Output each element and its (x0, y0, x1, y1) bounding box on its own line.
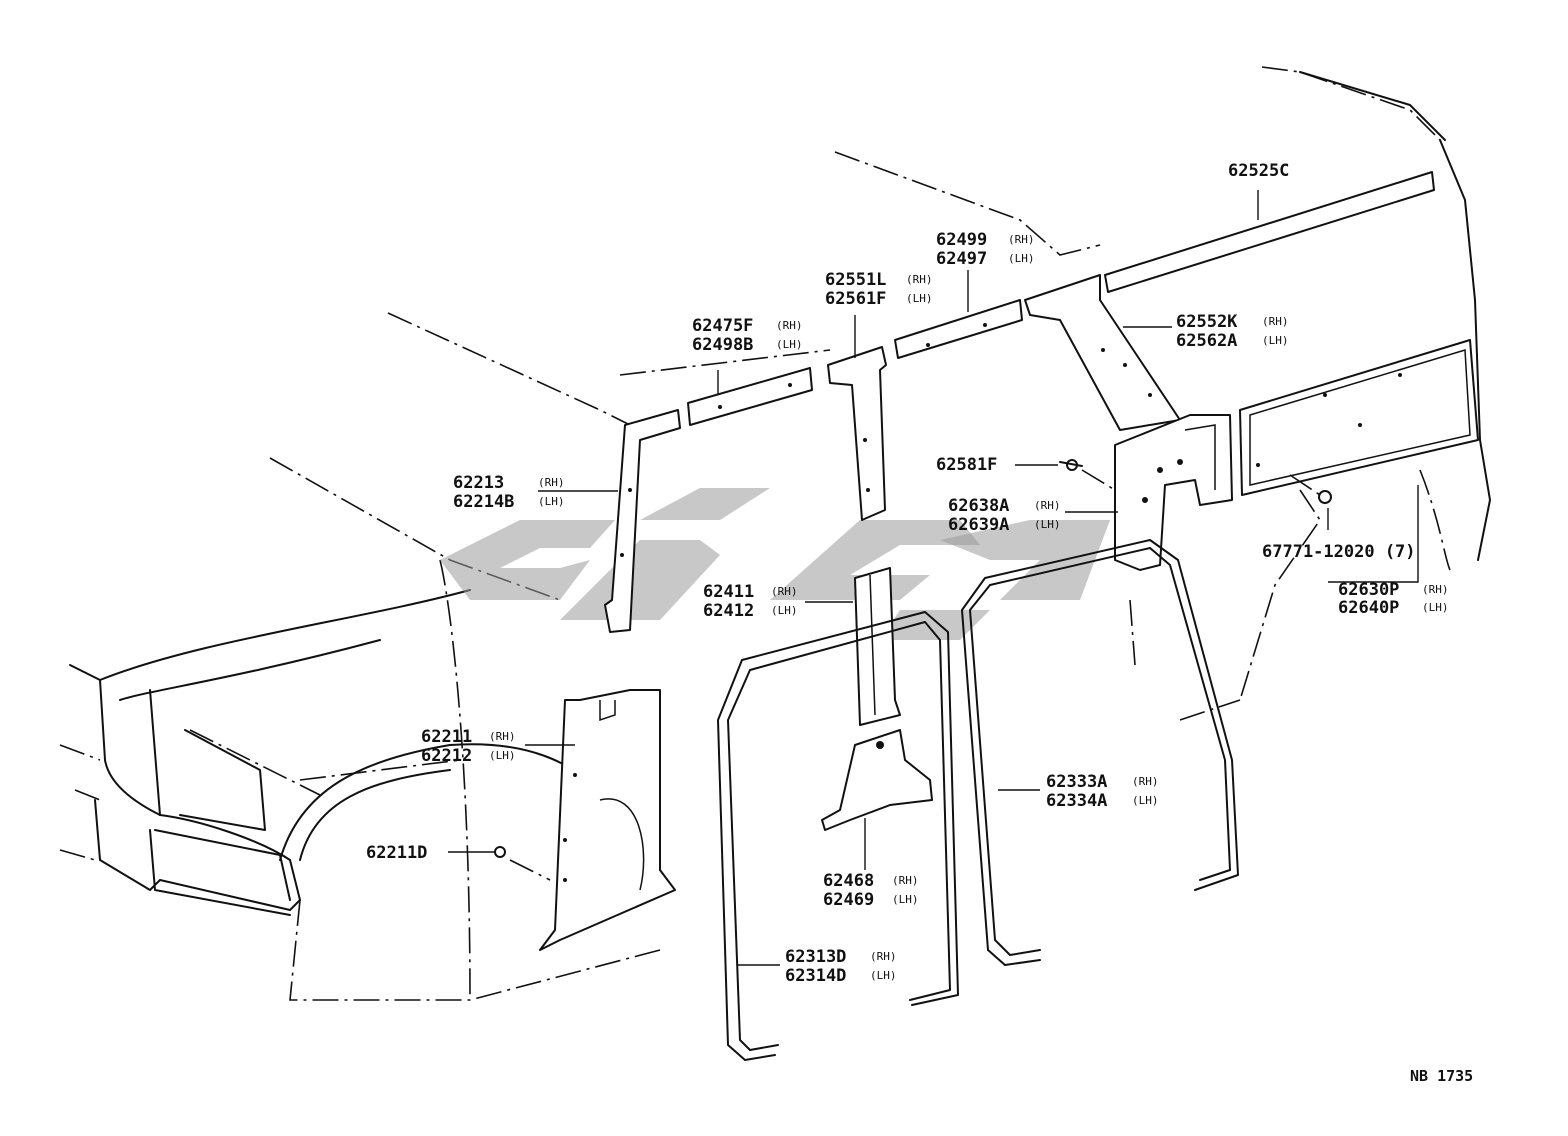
svg-text:(LH): (LH) (538, 495, 565, 508)
label-62552k: 62552K (RH) 62562A (LH) (1176, 312, 1289, 351)
svg-text:62640P: 62640P (1338, 598, 1399, 618)
svg-text:62212: 62212 (421, 746, 472, 766)
svg-text:62411: 62411 (703, 582, 754, 602)
svg-text:(LH): (LH) (776, 338, 803, 351)
svg-text:62313D: 62313D (785, 947, 846, 967)
svg-text:62333A: 62333A (1046, 772, 1107, 792)
svg-text:(RH): (RH) (771, 585, 798, 598)
svg-text:(LH): (LH) (1034, 518, 1061, 531)
svg-text:62552K: 62552K (1176, 312, 1238, 332)
svg-text:62551L: 62551L (825, 270, 886, 290)
label-62581f: 62581F (936, 455, 997, 475)
label-62213: 62213 (RH) 62214B (LH) (453, 473, 565, 512)
label-62211d: 62211D (366, 843, 427, 863)
svg-text:62525C: 62525C (1228, 161, 1289, 181)
part-62630p (1239, 339, 1479, 496)
svg-text:62497: 62497 (936, 249, 987, 269)
part-62411 (854, 567, 901, 726)
svg-text:(LH): (LH) (1262, 334, 1289, 347)
svg-text:62211D: 62211D (366, 843, 427, 863)
svg-text:(RH): (RH) (1422, 583, 1449, 596)
svg-text:(LH): (LH) (892, 893, 919, 906)
svg-text:(RH): (RH) (776, 319, 803, 332)
svg-text:62468: 62468 (823, 871, 874, 891)
svg-text:62630P: 62630P (1338, 580, 1399, 600)
part-62499 (894, 299, 1023, 359)
part-62552k (1024, 274, 1181, 431)
label-62551l: 62551L (RH) 62561F (LH) (825, 270, 933, 309)
part-62468 (821, 729, 933, 831)
svg-text:(RH): (RH) (1132, 775, 1159, 788)
svg-text:62412: 62412 (703, 601, 754, 621)
leaders (448, 190, 1419, 966)
label-62630p: 62630P (RH) 62640P (LH) (1338, 580, 1449, 618)
part-62211d-clip (494, 846, 551, 881)
svg-text:(LH): (LH) (489, 749, 516, 762)
svg-text:(RH): (RH) (906, 273, 933, 286)
svg-text:62211: 62211 (421, 727, 472, 747)
svg-text:62561F: 62561F (825, 289, 886, 309)
svg-text:62213: 62213 (453, 473, 504, 493)
label-62468: 62468 (RH) 62469 (LH) (823, 871, 919, 910)
vehicle-outline (59, 66, 1491, 1001)
part-67771-clip (1289, 474, 1332, 504)
part-62525c (1104, 171, 1435, 293)
svg-text:(RH): (RH) (538, 476, 565, 489)
svg-text:(LH): (LH) (870, 969, 897, 982)
svg-text:(LH): (LH) (1422, 601, 1449, 614)
part-62211 (539, 689, 676, 951)
label-62499: 62499 (RH) 62497 (LH) (936, 230, 1035, 269)
svg-text:62639A: 62639A (948, 515, 1009, 535)
svg-text:62581F: 62581F (936, 455, 997, 475)
label-62211: 62211 (RH) 62212 (LH) (421, 727, 516, 766)
label-62411: 62411 (RH) 62412 (LH) (703, 582, 798, 621)
svg-text:NB 1735: NB 1735 (1410, 1067, 1473, 1085)
label-62525c: 62525C (1228, 161, 1289, 181)
svg-text:(RH): (RH) (892, 874, 919, 887)
svg-text:67771-12020 (7): 67771-12020 (7) (1262, 542, 1416, 562)
svg-text:62638A: 62638A (948, 496, 1009, 516)
part-62213 (604, 409, 681, 633)
part-62638a (1114, 414, 1233, 571)
svg-text:(RH): (RH) (1034, 499, 1061, 512)
svg-text:62499: 62499 (936, 230, 987, 250)
svg-text:62498B: 62498B (692, 335, 753, 355)
svg-text:(LH): (LH) (1008, 252, 1035, 265)
part-62333a-weatherstrip (961, 539, 1239, 966)
part-62551l (827, 346, 887, 521)
svg-text:(LH): (LH) (906, 292, 933, 305)
svg-text:62475F: 62475F (692, 316, 753, 336)
label-62475f: 62475F (RH) 62498B (LH) (692, 316, 803, 355)
label-62638a: 62638A (RH) 62639A (LH) (948, 496, 1061, 535)
svg-text:(RH): (RH) (1008, 233, 1035, 246)
svg-text:(RH): (RH) (870, 950, 897, 963)
svg-text:(LH): (LH) (771, 604, 798, 617)
part-62475f (687, 367, 813, 426)
label-62313d: 62313D (RH) 62314D (LH) (785, 947, 897, 986)
svg-text:62314D: 62314D (785, 966, 846, 986)
part-62313d-weatherstrip (717, 611, 959, 1061)
svg-text:62334A: 62334A (1046, 791, 1107, 811)
svg-text:62562A: 62562A (1176, 331, 1237, 351)
watermark (440, 488, 1110, 640)
part-62581f-clip (1059, 459, 1116, 491)
svg-text:62469: 62469 (823, 890, 874, 910)
label-62333a: 62333A (RH) 62334A (LH) (1046, 772, 1159, 811)
svg-text:62214B: 62214B (453, 492, 514, 512)
label-67771: 67771-12020 (7) (1262, 542, 1416, 562)
svg-text:(LH): (LH) (1132, 794, 1159, 807)
diagram-code: NB 1735 (1410, 1067, 1473, 1085)
svg-text:(RH): (RH) (489, 730, 516, 743)
svg-text:(RH): (RH) (1262, 315, 1289, 328)
